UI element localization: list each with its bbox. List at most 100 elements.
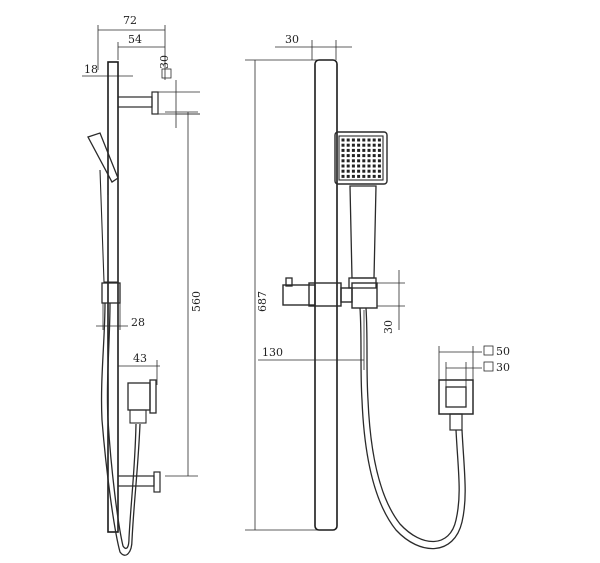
dim-front-30-label: 30 [285, 33, 299, 46]
nozzle [341, 159, 345, 163]
nozzle [341, 154, 345, 158]
nozzle [351, 148, 355, 152]
nozzle [362, 148, 366, 152]
nozzle [362, 174, 366, 178]
dim-72: 72 [97, 14, 166, 80]
nozzle [351, 138, 355, 142]
nozzle [372, 148, 376, 152]
front-view: 30 687 [245, 33, 510, 550]
front-wall-outlet [438, 379, 474, 431]
nozzle [377, 159, 381, 163]
dim-43: 43 [117, 352, 160, 385]
nozzle [377, 174, 381, 178]
dim-560-label: 560 [190, 291, 203, 312]
nozzle [341, 174, 345, 178]
dim-front-30: 30 [275, 33, 352, 60]
nozzle [346, 148, 350, 152]
nozzle [346, 154, 350, 158]
dim-54: 54 [117, 33, 165, 60]
nozzle [377, 164, 381, 168]
nozzle [367, 164, 371, 168]
nozzle [362, 154, 366, 158]
dim-front-slider-30: 30 [377, 270, 405, 334]
nozzle [341, 164, 345, 168]
nozzle [367, 159, 371, 163]
top-bracket [117, 80, 200, 128]
nozzle [346, 138, 350, 142]
nozzle [357, 164, 361, 168]
nozzle [351, 159, 355, 163]
nozzle [351, 169, 355, 173]
nozzle [367, 169, 371, 173]
nozzle [357, 143, 361, 147]
nozzle [372, 138, 376, 142]
nozzle [346, 164, 350, 168]
nozzle [372, 164, 376, 168]
dim-72-label: 72 [123, 14, 137, 27]
side-view: 72 54 30 18 [82, 14, 203, 556]
nozzle [357, 138, 361, 142]
dim-130-label: 130 [262, 346, 283, 359]
dim-outlet: 50 30 [438, 345, 510, 387]
nozzle [372, 154, 376, 158]
nozzle [377, 148, 381, 152]
dim-square-30: 30 [158, 55, 172, 79]
dim-560: 560 [165, 111, 203, 477]
dim-28-label: 28 [131, 316, 145, 329]
nozzle [362, 159, 366, 163]
side-hose [100, 302, 141, 556]
dim-687: 687 [245, 59, 318, 531]
dim-square-30-label: 30 [158, 55, 171, 69]
nozzle [367, 138, 371, 142]
nozzle [346, 143, 350, 147]
nozzle [367, 174, 371, 178]
side-wall-outlet [127, 379, 157, 424]
nozzle [357, 159, 361, 163]
nozzle [372, 169, 376, 173]
dim-outlet-30-label: 30 [496, 361, 510, 374]
side-slider: 28 [96, 282, 145, 330]
front-handshower-head [334, 131, 388, 185]
bottom-bracket [117, 471, 161, 493]
nozzle-grid [341, 138, 381, 178]
front-handshower-handle [348, 185, 377, 289]
dim-130: 130 [258, 310, 365, 370]
nozzle [346, 169, 350, 173]
front-slider [282, 277, 378, 309]
nozzle [341, 143, 345, 147]
dim-54-label: 54 [128, 33, 142, 46]
nozzle [372, 143, 376, 147]
nozzle [377, 154, 381, 158]
nozzle [362, 164, 366, 168]
nozzle [377, 143, 381, 147]
side-handshower [87, 132, 119, 283]
nozzle [346, 174, 350, 178]
dim-18-label: 18 [84, 63, 98, 76]
nozzle [362, 138, 366, 142]
nozzle [357, 154, 361, 158]
nozzle [377, 138, 381, 142]
side-rail [107, 61, 119, 533]
nozzle [357, 174, 361, 178]
dim-687-label: 687 [256, 291, 269, 312]
nozzle [341, 138, 345, 142]
nozzle [351, 143, 355, 147]
front-rail [314, 59, 338, 531]
nozzle [362, 169, 366, 173]
nozzle [367, 154, 371, 158]
nozzle [362, 143, 366, 147]
nozzle [367, 148, 371, 152]
front-hose [359, 307, 466, 550]
nozzle [372, 174, 376, 178]
nozzle [367, 143, 371, 147]
dim-front-slider-30-label: 30 [382, 320, 395, 334]
nozzle [346, 159, 350, 163]
nozzle [341, 148, 345, 152]
nozzle [351, 154, 355, 158]
nozzle [351, 164, 355, 168]
nozzle [357, 169, 361, 173]
nozzle [341, 169, 345, 173]
dim-outlet-50-label: 50 [496, 345, 510, 358]
